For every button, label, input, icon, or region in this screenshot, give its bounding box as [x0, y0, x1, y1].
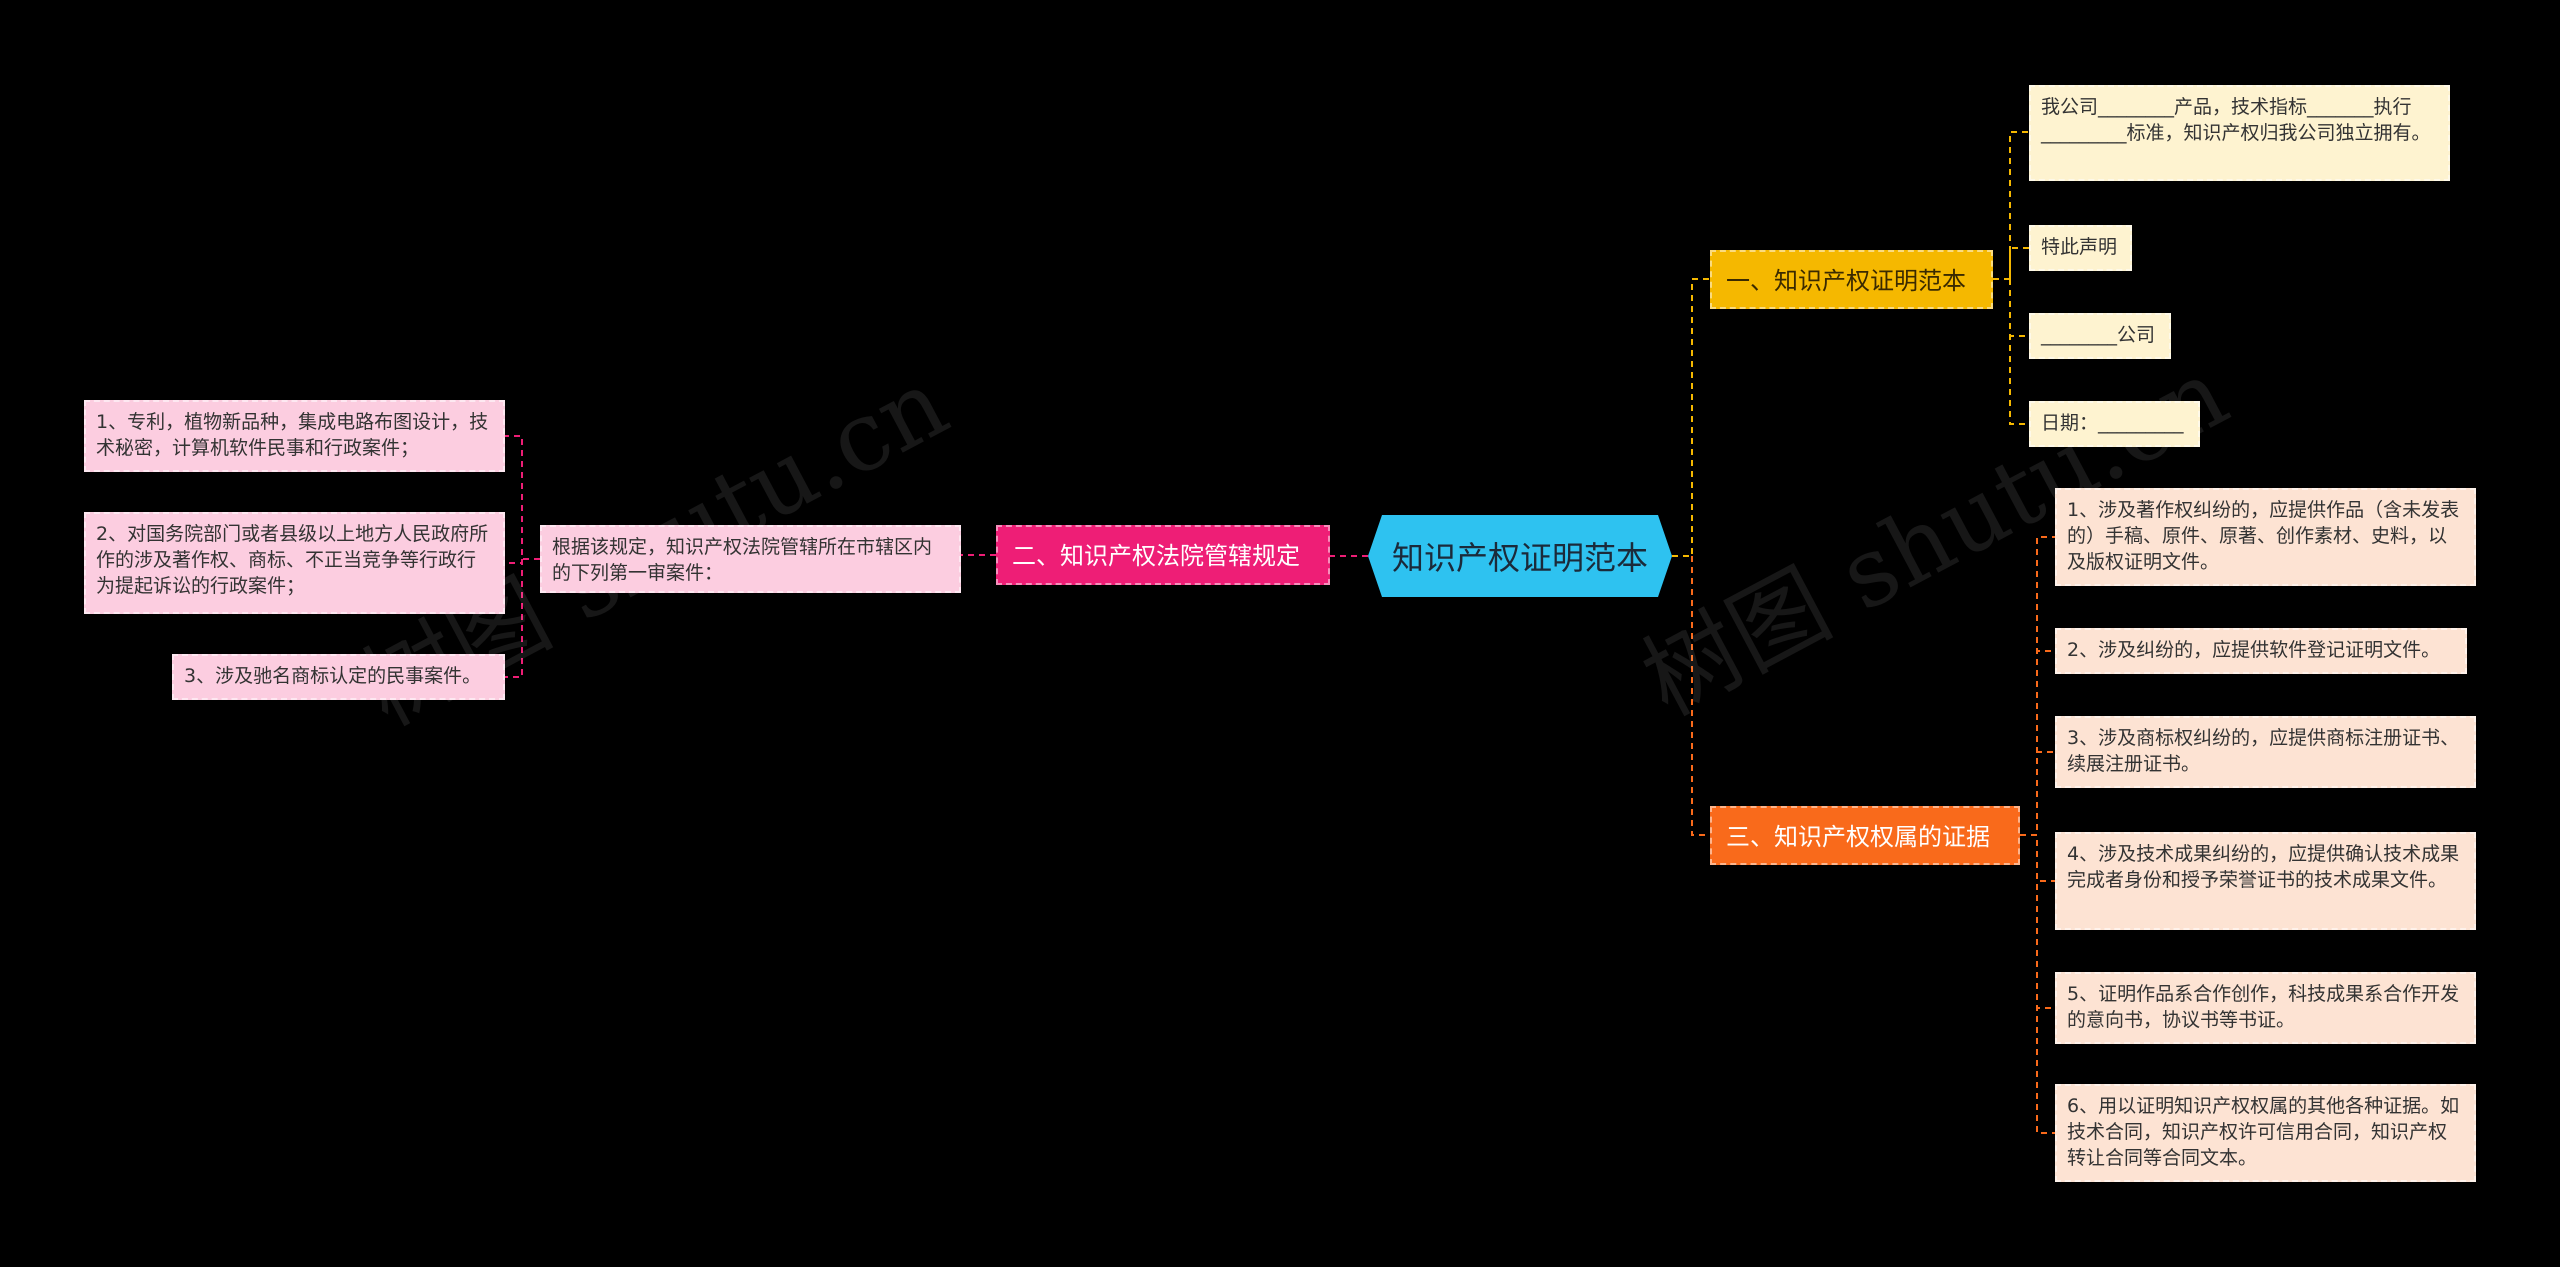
evidence-item-6[interactable]: 6、用以证明知识产权权属的其他各种证据。如技术合同，知识产权许可信用合同，知识产… — [2055, 1084, 2476, 1182]
branch-label: 二、知识产权法院管辖规定 — [1012, 542, 1300, 570]
connector-intro-case-1 — [505, 435, 540, 560]
connector-branch3-leaf-4 — [2020, 834, 2055, 882]
leaf-declaration-text[interactable]: 我公司________产品，技术指标_______执行_________标准，知… — [2029, 85, 2450, 181]
connector-root-branch-3 — [1691, 556, 1710, 836]
connector-branch1-leaf-3 — [2009, 279, 2029, 337]
evidence-item-3[interactable]: 3、涉及商标权纠纷的，应提供商标注册证书、续展注册证书。 — [2055, 716, 2476, 788]
connector-root-branch-1 — [1672, 278, 1710, 557]
branch-ip-certificate-template[interactable]: 一、知识产权证明范本 — [1710, 250, 1993, 309]
branch-ip-ownership-evidence[interactable]: 三、知识产权权属的证据 — [1710, 806, 2020, 865]
connector-branch3-leaf-6 — [2020, 834, 2055, 1134]
jurisdiction-case-2[interactable]: 2、对国务院部门或者县级以上地方人民政府所作的涉及著作权、商标、不正当竞争等行政… — [84, 512, 505, 614]
connector-intro-case-2 — [505, 559, 523, 564]
branch-label: 一、知识产权证明范本 — [1726, 267, 1966, 295]
jurisdiction-case-3[interactable]: 3、涉及驰名商标认定的民事案件。 — [172, 654, 505, 700]
connector-branch1-leaf-1 — [1993, 131, 2029, 280]
connector-branch3-leaf-3 — [2020, 751, 2055, 836]
connector-branch3-leaf-2 — [2020, 650, 2055, 836]
jurisdiction-case-1[interactable]: 1、专利，植物新品种，集成电路布图设计，技术秘密，计算机软件民事和行政案件； — [84, 400, 505, 472]
evidence-item-5[interactable]: 5、证明作品系合作创作，科技成果系合作开发的意向书，协议书等书证。 — [2055, 972, 2476, 1044]
evidence-item-1[interactable]: 1、涉及著作权纠纷的，应提供作品（含未发表的）手稿、原件、原著、创作素材、史料，… — [2055, 488, 2476, 586]
leaf-special-statement[interactable]: 特此声明 — [2029, 225, 2132, 271]
root-topic-label: 知识产权证明范本 — [1391, 539, 1648, 577]
evidence-item-4[interactable]: 4、涉及技术成果纠纷的，应提供确认技术成果完成者身份和授予荣誉证书的技术成果文件… — [2055, 832, 2476, 930]
branch-ip-court-jurisdiction[interactable]: 二、知识产权法院管辖规定 — [996, 525, 1330, 585]
leaf-company[interactable]: ________公司 — [2029, 313, 2171, 359]
jurisdiction-intro[interactable]: 根据该规定，知识产权法院管辖所在市辖区内的下列第一审案件： — [540, 525, 961, 593]
connector-intro-case-3 — [505, 559, 523, 678]
connector-branch1-leaf-2 — [2009, 247, 2029, 279]
leaf-date[interactable]: 日期：_________ — [2029, 401, 2200, 447]
branch-label: 三、知识产权权属的证据 — [1726, 823, 1990, 851]
root-topic[interactable]: 知识产权证明范本 — [1368, 515, 1672, 597]
evidence-item-2[interactable]: 2、涉及纠纷的，应提供软件登记证明文件。 — [2055, 628, 2467, 674]
connector-branch1-leaf-4 — [2009, 279, 2029, 425]
